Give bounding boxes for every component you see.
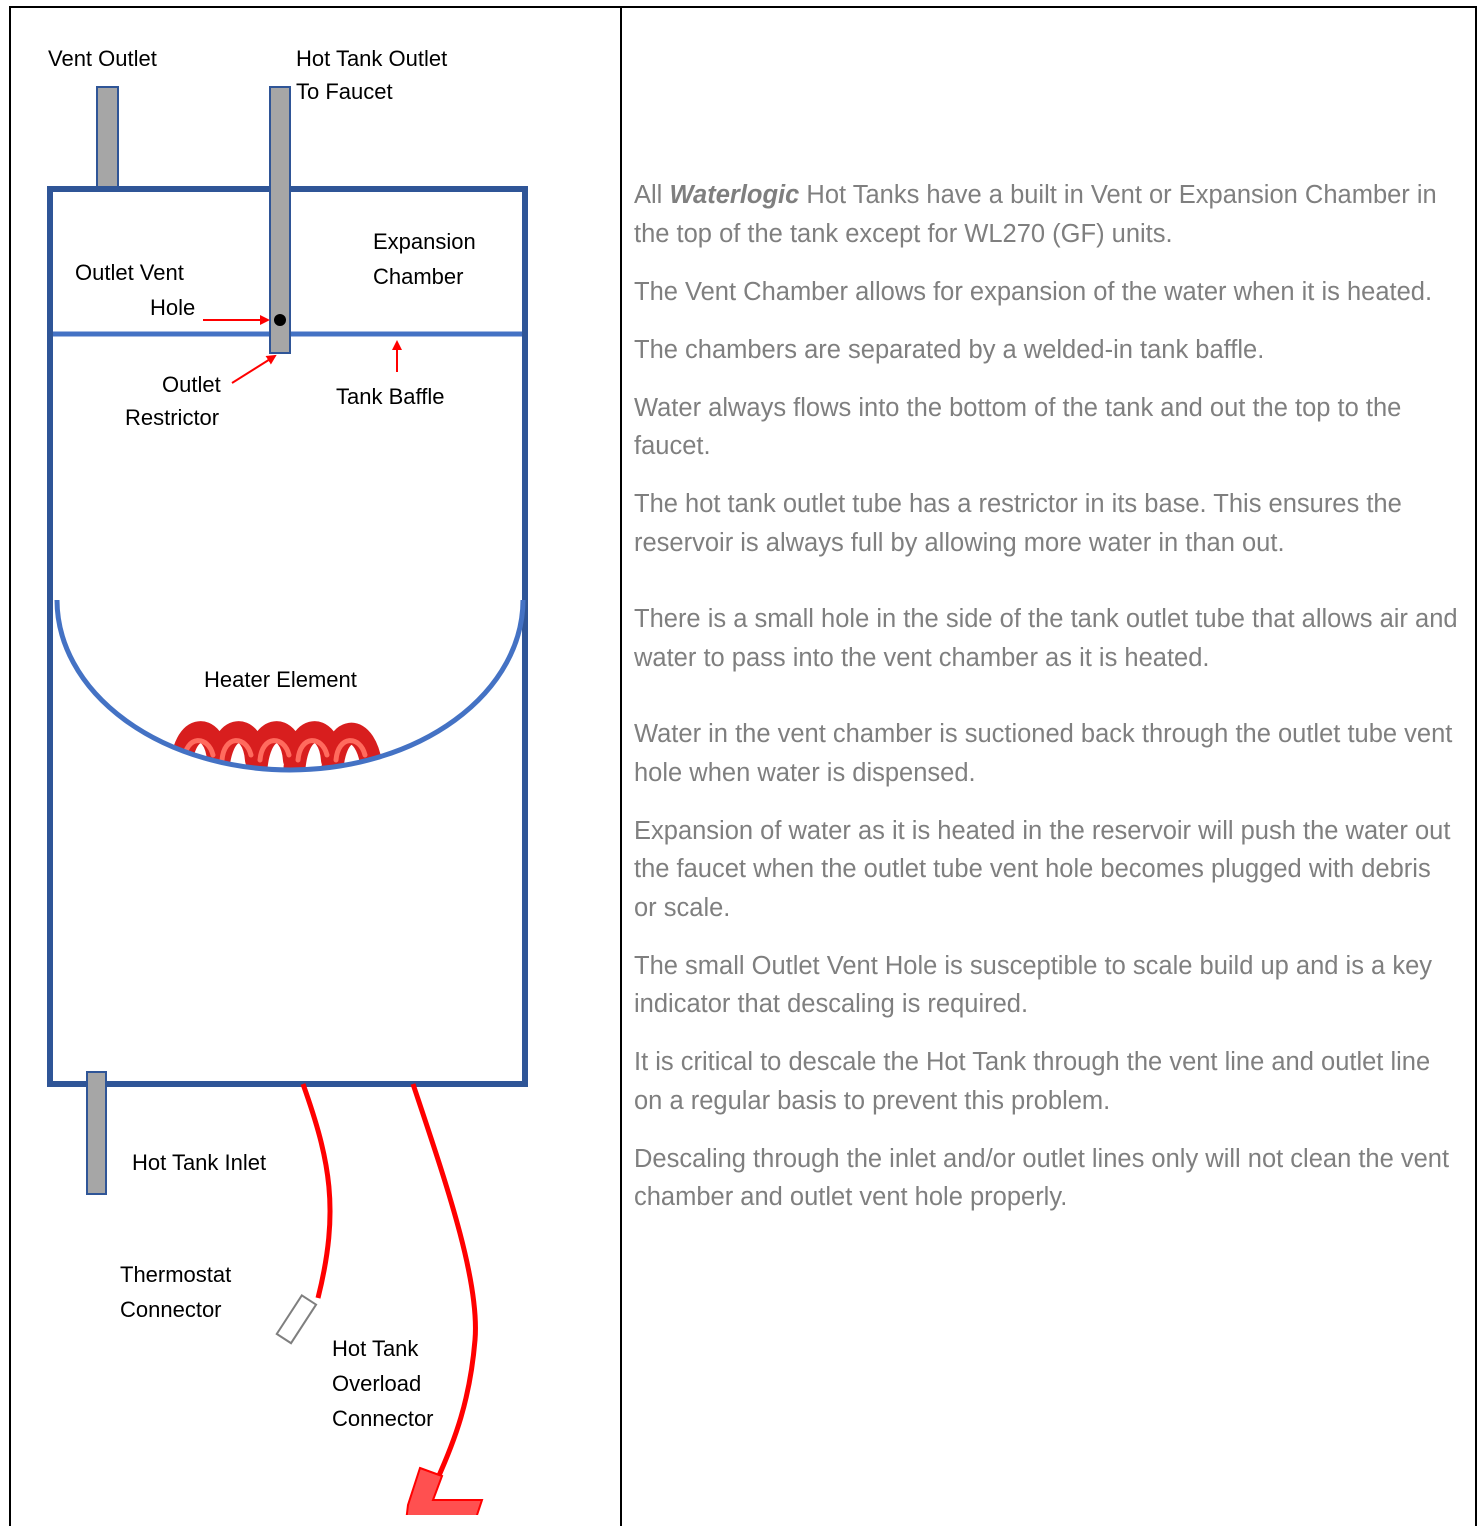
- label-outlet-vent-2: Hole: [150, 295, 195, 320]
- hot-tank-outlet-tube: [269, 86, 291, 354]
- overload-connector: [405, 1466, 484, 1515]
- overload-wire: [410, 1083, 478, 1482]
- label-overload-1: Hot Tank: [332, 1336, 419, 1361]
- paragraph-11: Descaling through the inlet and/or outle…: [634, 1144, 1450, 1212]
- label-hot-tank-outlet-1: Hot Tank Outlet: [296, 46, 447, 71]
- paragraph-3: The chambers are separated by a welded-i…: [634, 335, 1265, 364]
- hot-tank-inlet-tube: [86, 1071, 107, 1195]
- paragraph-10: It is critical to descale the Hot Tank t…: [634, 1048, 1431, 1115]
- paragraph-6: There is a small hole in the side of the…: [634, 605, 1458, 672]
- paragraph-1: All Waterlogic Hot Tanks have a built in…: [634, 181, 1437, 248]
- hot-tank-diagram: Vent Outlet Hot Tank Outlet To Faucet Ex…: [47, 46, 528, 1515]
- vent-outlet-tube: [96, 86, 119, 190]
- label-expansion-2: Chamber: [373, 264, 463, 289]
- label-overload-3: Connector: [332, 1406, 434, 1431]
- heater-element-coil: [169, 721, 383, 770]
- label-hot-tank-outlet-2: To Faucet: [296, 79, 393, 104]
- table-frame: [9, 6, 1477, 1526]
- thermostat-wire: [300, 1083, 333, 1299]
- outlet-restrictor-arrow: [231, 354, 277, 384]
- label-vent-outlet: Vent Outlet: [48, 46, 157, 71]
- label-outlet-vent-1: Outlet Vent: [75, 260, 184, 285]
- brand-name: Waterlogic: [669, 181, 800, 209]
- outlet-vent-hole: [274, 314, 286, 326]
- label-overload-2: Overload: [332, 1371, 421, 1396]
- thermostat-connector: [275, 1293, 318, 1345]
- label-heater-element: Heater Element: [204, 667, 357, 692]
- label-outlet-restrictor-1: Outlet: [162, 372, 221, 397]
- paragraph-4: Water always flows into the bottom of th…: [634, 393, 1402, 461]
- label-tank-baffle: Tank Baffle: [336, 384, 444, 409]
- label-thermostat-1: Thermostat: [120, 1262, 231, 1287]
- paragraph-8: Expansion of water as it is heated in th…: [634, 816, 1451, 922]
- label-outlet-restrictor-2: Restrictor: [125, 405, 219, 430]
- paragraph-2: The Vent Chamber allows for expansion of…: [634, 277, 1433, 306]
- paragraph-7: Water in the vent chamber is suctioned b…: [634, 720, 1453, 787]
- label-hot-tank-inlet: Hot Tank Inlet: [132, 1150, 266, 1175]
- description-panel: All Waterlogic Hot Tanks have a built in…: [634, 176, 1460, 1236]
- paragraph-9: The small Outlet Vent Hole is susceptibl…: [634, 951, 1433, 1019]
- heater-bowl: [54, 599, 526, 773]
- label-expansion-1: Expansion: [373, 229, 476, 254]
- label-thermostat-2: Connector: [120, 1297, 222, 1322]
- column-divider: [620, 6, 622, 1526]
- paragraph-5: The hot tank outlet tube has a restricto…: [634, 490, 1402, 557]
